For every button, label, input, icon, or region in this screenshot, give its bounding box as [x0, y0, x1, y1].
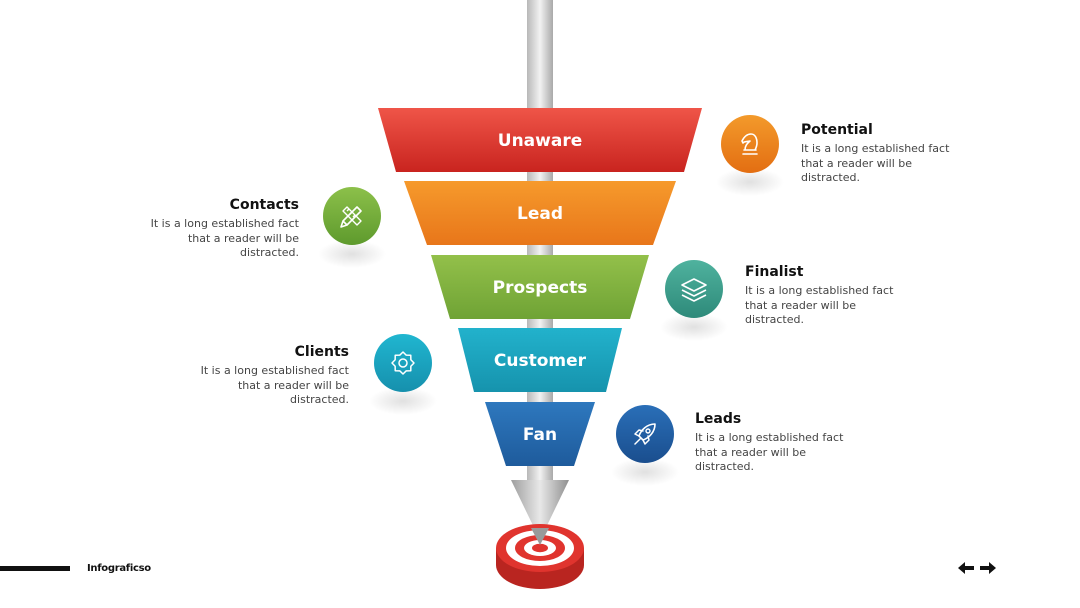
- callout-potential: Potential It is a long established fact …: [801, 122, 951, 186]
- callout-title: Potential: [801, 122, 873, 138]
- callout-title: Clients: [294, 344, 349, 360]
- callout-description: It is a long established fact that a rea…: [801, 142, 950, 184]
- funnel-stage-shape: [404, 181, 676, 245]
- funnel-stage-label: Fan: [523, 425, 557, 445]
- funnel-stage-shape: [458, 328, 622, 392]
- funnel-stage-prospects: Prospects: [431, 255, 649, 319]
- callout-title: Finalist: [745, 264, 804, 280]
- next-arrow-icon[interactable]: [979, 560, 997, 576]
- callout-title: Leads: [695, 411, 742, 427]
- callout-circle-leads: [611, 405, 679, 486]
- funnel-stage-unaware: Unaware: [378, 108, 702, 172]
- callout-contacts: Contacts It is a long established fact t…: [149, 197, 299, 261]
- funnel-stage-fan: Fan: [485, 402, 595, 466]
- funnel-stage-shape: [485, 402, 595, 466]
- callout-clients: Clients It is a long established fact th…: [199, 344, 349, 408]
- funnel-stage-label: Prospects: [493, 278, 588, 298]
- brand-name: Infograficso: [87, 563, 151, 574]
- gear-icon: [391, 351, 415, 375]
- arrow-tip: [531, 528, 549, 545]
- rocket-icon: [634, 423, 656, 445]
- chess-knight-icon: [741, 133, 758, 155]
- callout-description: It is a long established fact that a rea…: [150, 217, 299, 259]
- pencil-ruler-icon: [340, 206, 362, 228]
- callout-leads: Leads It is a long established fact that…: [695, 411, 845, 475]
- callout-description: It is a long established fact that a rea…: [745, 284, 894, 326]
- callout-icons: [318, 115, 784, 486]
- callout-description: It is a long established fact that a rea…: [695, 431, 844, 473]
- callout-description: It is a long established fact that a rea…: [200, 364, 349, 406]
- callout-circle-finalist: [660, 260, 728, 341]
- callout-circle-potential: [716, 115, 784, 196]
- callout-circle-clients: [369, 334, 437, 415]
- callout-finalist: Finalist It is a long established fact t…: [745, 264, 895, 328]
- funnel-stage-label: Unaware: [498, 131, 582, 151]
- target-icon: [496, 524, 584, 589]
- prev-arrow-icon[interactable]: [957, 560, 975, 576]
- arrow-head: [511, 480, 569, 540]
- funnel-stage-label: Customer: [494, 351, 587, 371]
- callout-title: Contacts: [229, 197, 299, 213]
- funnel-stage-shape: [378, 108, 702, 172]
- funnel-stage-shape: [431, 255, 649, 319]
- funnel-stage-customer: Customer: [458, 328, 622, 392]
- layers-icon: [681, 278, 707, 302]
- funnel-stage-label: Lead: [517, 204, 563, 224]
- callout-circle-contacts: [318, 187, 386, 268]
- brand-bar: [0, 566, 70, 571]
- funnel-stage-lead: Lead: [404, 181, 676, 245]
